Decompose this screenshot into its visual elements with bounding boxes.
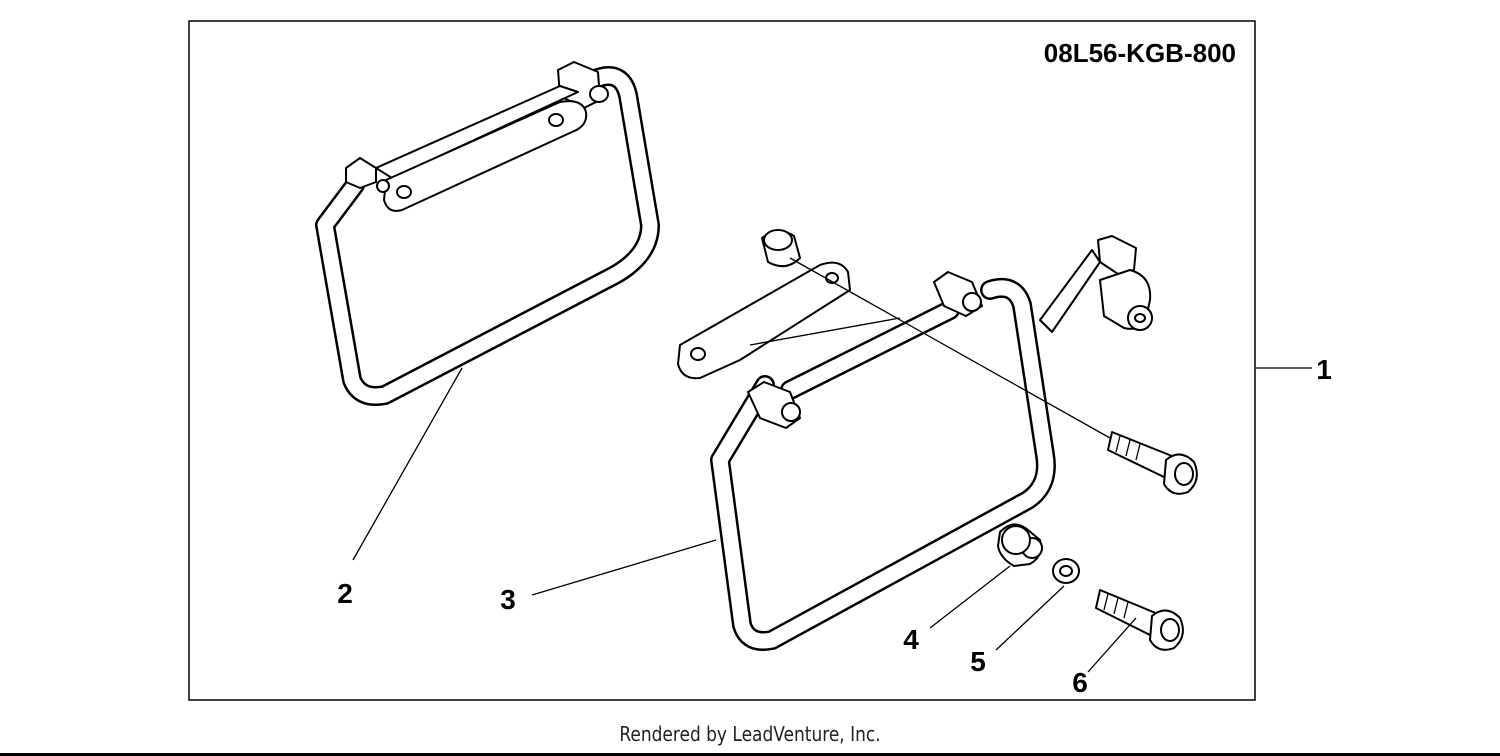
callout-3: 3 [500, 584, 516, 615]
part-4-collar [997, 523, 1043, 567]
bolt-upper [1107, 431, 1198, 495]
leader-2 [352, 367, 463, 561]
footer-credit: Rendered by LeadVenture, Inc. [619, 722, 881, 746]
part-5-washer [1052, 558, 1080, 584]
callout-4: 4 [903, 624, 919, 655]
bottom-rule [0, 753, 1500, 756]
part-3-rail-bracket [677, 235, 1153, 651]
part-2-rail-bracket [315, 61, 660, 406]
leader-6 [1087, 617, 1137, 673]
part-6-bolt [1095, 589, 1184, 651]
centerline [789, 257, 1111, 439]
leader-5 [995, 585, 1065, 651]
centerline-inner [749, 317, 901, 346]
diagram-part-number: 08L56-KGB-800 [1044, 38, 1236, 68]
callout-5: 5 [970, 646, 986, 677]
spacer-top [761, 229, 801, 268]
callout-2: 2 [337, 578, 353, 609]
leader-4 [929, 565, 1011, 629]
callout-1: 1 [1316, 354, 1332, 385]
diagram-frame [188, 20, 1256, 701]
callout-6: 6 [1072, 667, 1088, 698]
leader-3 [531, 539, 717, 596]
